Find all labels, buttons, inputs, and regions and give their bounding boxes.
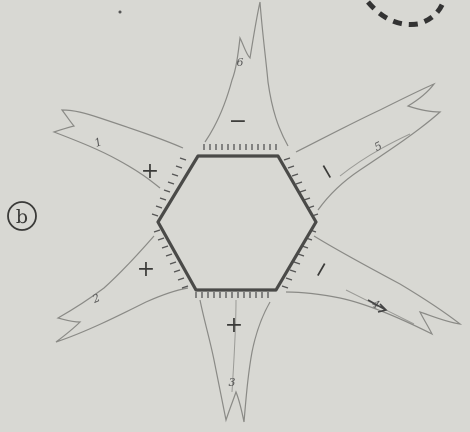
sign-bottom: + [225, 313, 243, 338]
stray-dot [119, 11, 122, 14]
lobe-label-top: 6 [237, 56, 244, 69]
lobe-label-bottom: 3 [229, 376, 236, 389]
sign-lower-left: + [137, 257, 155, 282]
sign-top: − [229, 109, 247, 134]
sign-upper-left: + [141, 159, 159, 184]
panel-label: b [16, 206, 28, 228]
